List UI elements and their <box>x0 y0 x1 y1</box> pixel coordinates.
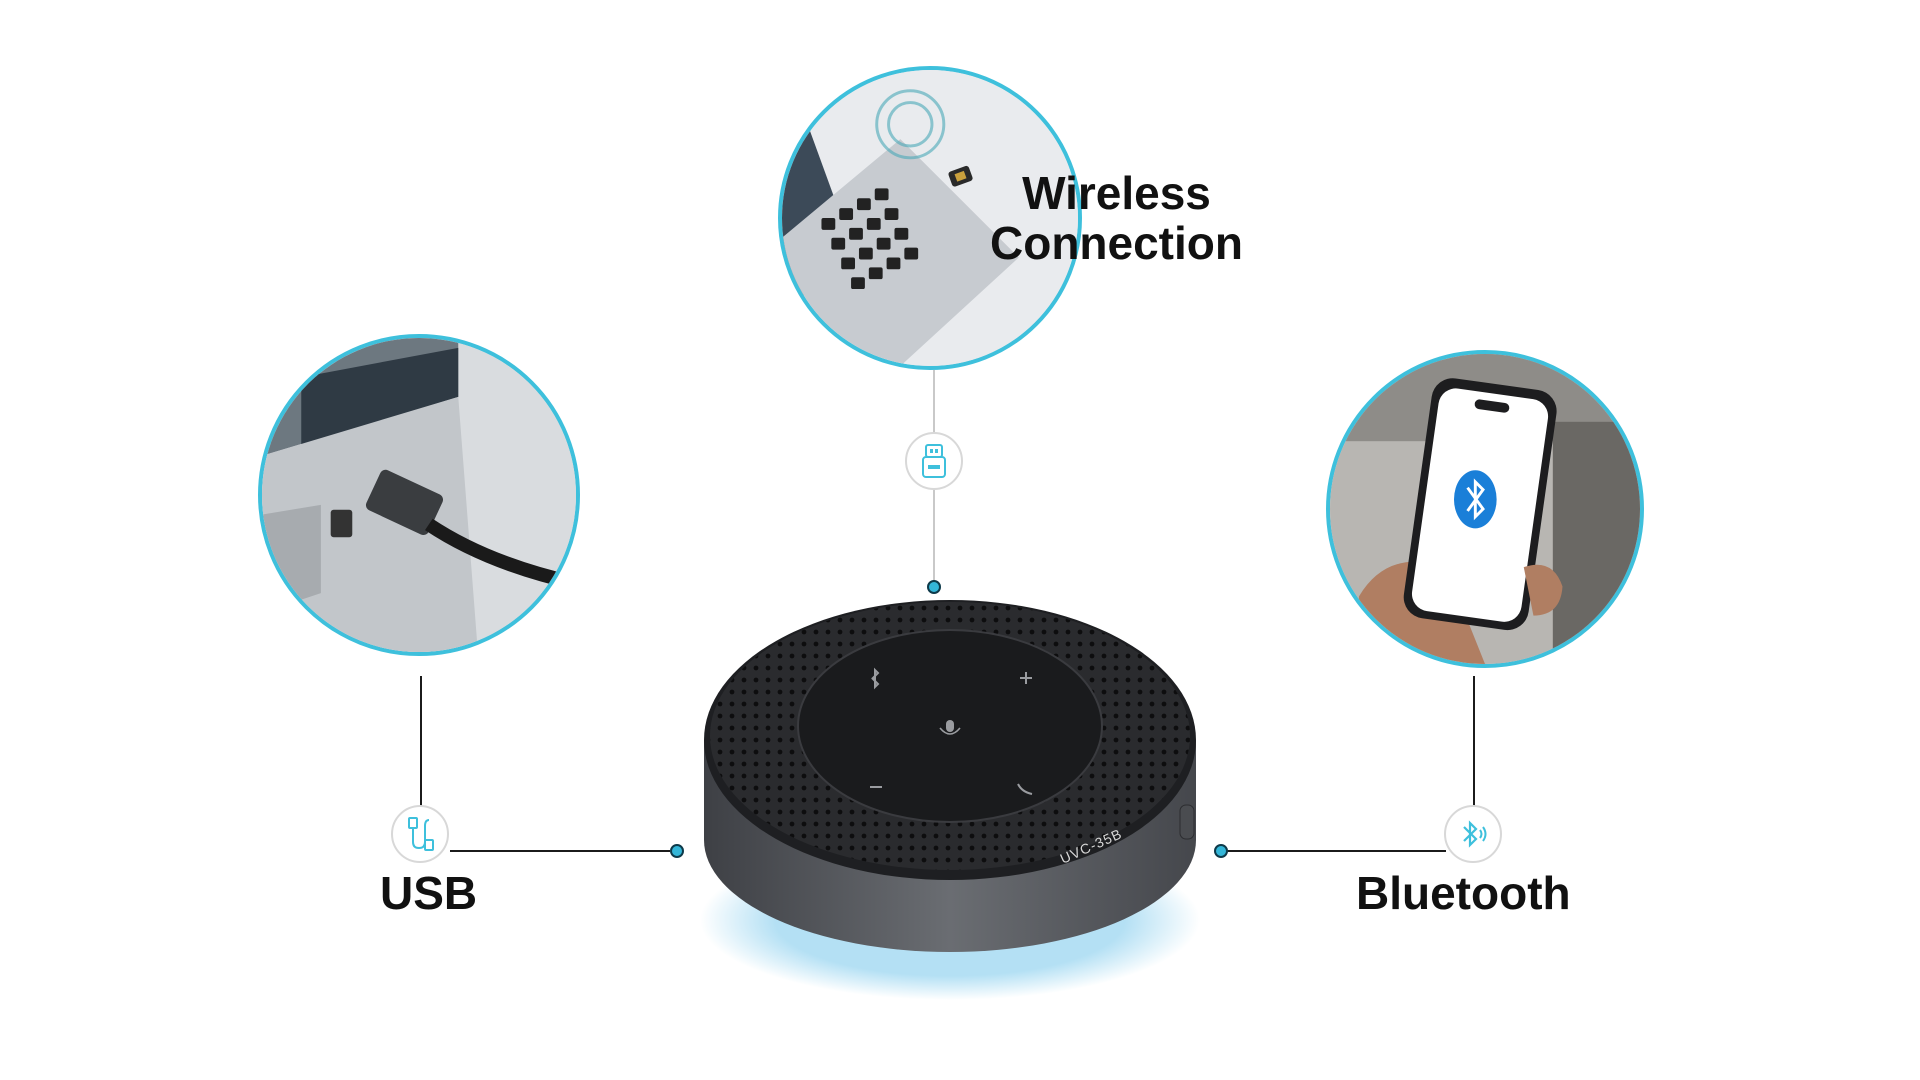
laptop-dongle-illustration <box>782 70 1078 366</box>
bluetooth-connector-dot <box>1214 844 1228 858</box>
speakerphone-illustration <box>700 600 1200 1000</box>
usb-connector-vertical <box>420 676 422 806</box>
bluetooth-label: Bluetooth <box>1356 867 1571 919</box>
wireless-label-line1: Wireless <box>1022 167 1211 219</box>
usb-photo <box>258 334 580 656</box>
bluetooth-connector-horizontal <box>1226 850 1446 852</box>
wireless-photo <box>778 66 1082 370</box>
bluetooth-photo <box>1326 350 1644 668</box>
usb-cable-icon <box>408 817 434 851</box>
laptop-usb-illustration <box>262 338 576 652</box>
usb-dongle-icon <box>922 444 946 478</box>
usb-label: USB <box>380 867 478 919</box>
usb-connector-dot <box>670 844 684 858</box>
bluetooth-connector-vertical <box>1473 676 1475 806</box>
wireless-connector-dot <box>927 580 941 594</box>
usb-badge <box>391 805 449 863</box>
phone-bluetooth-illustration <box>1330 354 1640 664</box>
usb-connector-horizontal <box>450 850 670 852</box>
wireless-badge <box>905 432 963 490</box>
bluetooth-signal-icon <box>1463 820 1487 848</box>
speakerphone-device: UVC-35B <box>690 590 1210 1010</box>
wireless-label: Wireless Connection <box>990 168 1243 268</box>
wireless-label-line2: Connection <box>990 217 1243 269</box>
bluetooth-badge <box>1444 805 1502 863</box>
